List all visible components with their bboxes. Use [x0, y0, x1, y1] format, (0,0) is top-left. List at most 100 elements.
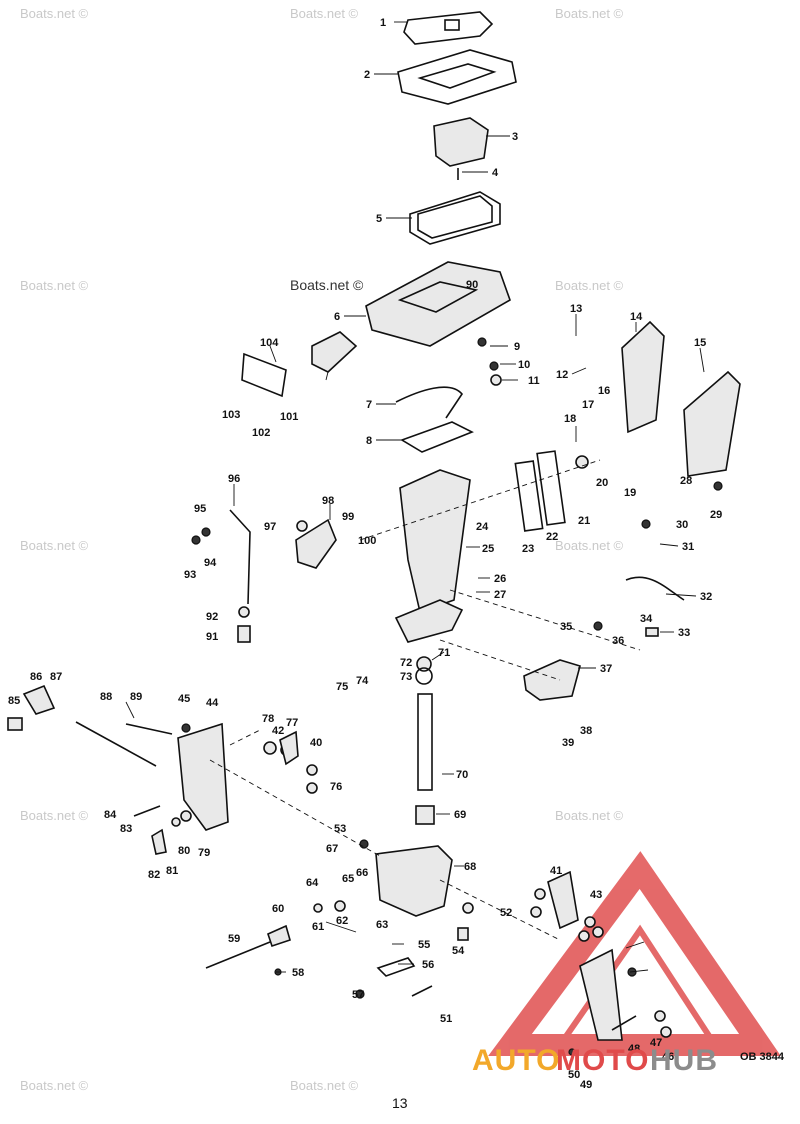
- part-label: 53: [334, 823, 346, 835]
- part-label: 10: [518, 359, 530, 371]
- part-label: 24: [476, 521, 489, 533]
- part-label: 56: [422, 959, 434, 971]
- part-label: 29: [710, 509, 722, 521]
- part-label: 26: [494, 573, 506, 585]
- part-label: 12: [556, 369, 568, 381]
- part-label: 55: [418, 939, 430, 951]
- watermark: Boats.net ©: [20, 1078, 89, 1093]
- part-label: 11: [528, 375, 540, 387]
- part-label: 77: [286, 717, 298, 729]
- part-label: 39: [562, 737, 574, 749]
- part-label: 104: [260, 337, 279, 349]
- part-label: 81: [166, 865, 178, 877]
- part-label: 21: [578, 515, 590, 527]
- watermark: Boats.net ©: [20, 278, 89, 293]
- part-label: 99: [342, 511, 354, 523]
- part-label: 78: [262, 713, 274, 725]
- part-label: 51: [440, 1013, 452, 1025]
- part-label: 3: [512, 131, 518, 143]
- part-label: 9: [514, 341, 520, 353]
- part-label: 27: [494, 589, 506, 601]
- part-label: 33: [678, 627, 690, 639]
- part-label: 14: [630, 311, 643, 323]
- part-label: 36: [612, 635, 624, 647]
- part-label: 62: [336, 915, 348, 927]
- part-label: 19: [624, 487, 636, 499]
- part-label: 97: [264, 521, 276, 533]
- part-label: 72: [400, 657, 412, 669]
- part-label: 47: [650, 1037, 662, 1049]
- part-label: 83: [120, 823, 132, 835]
- part-label: 58: [292, 967, 304, 979]
- part-label: 82: [148, 869, 160, 881]
- page-number: 13: [392, 1095, 408, 1111]
- part-label: 68: [464, 861, 476, 873]
- part-label: 1: [380, 17, 386, 29]
- part-label: 18: [564, 413, 576, 425]
- part-label: 95: [194, 503, 206, 515]
- watermark: Boats.net ©: [555, 278, 624, 293]
- part-label: 43: [590, 889, 602, 901]
- assembly-lines: [209, 459, 641, 941]
- part-label: 31: [682, 541, 694, 553]
- part-label: 80: [178, 845, 190, 857]
- part-label: 25: [482, 543, 494, 555]
- part-label: 61: [312, 921, 324, 933]
- part-label: 98: [322, 495, 334, 507]
- watermark-center: Boats.net ©: [290, 277, 364, 293]
- watermark: Boats.net ©: [20, 538, 89, 553]
- part-label: 85: [8, 695, 20, 707]
- part-label: 76: [330, 781, 342, 793]
- part-label: 20: [596, 477, 608, 489]
- part-label: 5: [376, 213, 382, 225]
- part-label: 6: [334, 311, 340, 323]
- parts-drawing: [7, 11, 741, 1056]
- part-label: 22: [546, 531, 558, 543]
- part-label: 46: [662, 1051, 674, 1063]
- part-label: 16: [598, 385, 610, 397]
- logo-triangle: [488, 851, 781, 1056]
- part-label: 63: [376, 919, 388, 931]
- part-label: 88: [100, 691, 112, 703]
- part-label: 48: [628, 1043, 640, 1055]
- watermark: Boats.net ©: [555, 6, 624, 21]
- part-label: 32: [700, 591, 712, 603]
- part-label: 2: [364, 69, 370, 81]
- part-label: 38: [580, 725, 592, 737]
- part-label: 28: [680, 475, 692, 487]
- part-label: 74: [356, 675, 369, 687]
- logo-text-moto: MOTO: [556, 1044, 649, 1077]
- part-label: 23: [522, 543, 534, 555]
- part-label: 92: [206, 611, 218, 623]
- watermark: Boats.net ©: [290, 6, 359, 21]
- part-label: 66: [356, 867, 368, 879]
- part-label: 34: [640, 613, 653, 625]
- part-label: 8: [366, 435, 372, 447]
- part-label: 35: [560, 621, 572, 633]
- part-label: 17: [582, 399, 594, 411]
- part-label: 40: [310, 737, 322, 749]
- part-label: 42: [272, 725, 284, 737]
- part-label: 103: [222, 409, 240, 421]
- leader-lines: [125, 21, 705, 973]
- logo: AUTO MOTO HUB: [472, 1044, 717, 1077]
- part-label: 57: [352, 989, 364, 1001]
- part-label: 75: [336, 681, 348, 693]
- part-label: 90: [466, 279, 478, 291]
- part-label: 71: [438, 647, 450, 659]
- watermark: Boats.net ©: [290, 1078, 359, 1093]
- part-label: 96: [228, 473, 240, 485]
- part-label: 50: [568, 1069, 580, 1081]
- part-labels: 1 2 3 4 5 6 7 8 9 10 11 12 13 14 15 16 1…: [8, 17, 722, 1091]
- watermark: Boats.net ©: [20, 808, 89, 823]
- part-label: 64: [306, 877, 319, 889]
- part-label: 54: [452, 945, 465, 957]
- part-label: 93: [184, 569, 196, 581]
- part-label: 65: [342, 873, 354, 885]
- watermark: Boats.net ©: [555, 538, 624, 553]
- part-label: 73: [400, 671, 412, 683]
- part-label: 102: [252, 427, 270, 439]
- part-label: 60: [272, 903, 284, 915]
- part-label: 7: [366, 399, 372, 411]
